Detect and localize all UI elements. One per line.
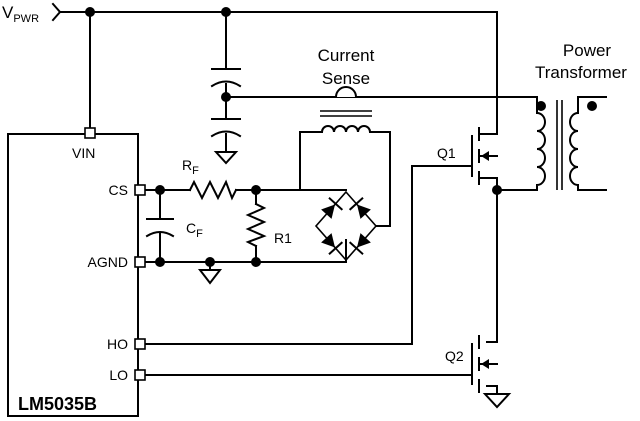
arrow-icon — [481, 359, 489, 369]
junction-dot — [251, 185, 261, 195]
polarity-dot — [536, 101, 546, 111]
input-capacitor-bottom — [210, 118, 242, 138]
power-transformer-label-line1: Power — [563, 41, 612, 60]
wires — [59, 11, 607, 395]
pin-agnd — [134, 256, 146, 268]
arrow-icon — [481, 151, 489, 161]
power-transformer: Power Transformer — [535, 41, 627, 191]
r1-label: R1 — [274, 230, 292, 246]
pin-vin — [84, 127, 96, 139]
cf-label: CF — [186, 220, 203, 240]
lm5035b-chip: LM5035B VIN CS AGND HO LO — [7, 127, 146, 417]
pin-lo — [134, 369, 146, 381]
diode-icon — [321, 233, 344, 255]
power-transformer-label-line2: Transformer — [535, 63, 627, 82]
junction-dot — [205, 257, 215, 267]
chip-body — [7, 133, 139, 417]
pin-label-lo: LO — [109, 367, 128, 383]
vpwr-input: VPWR — [2, 2, 62, 25]
pin-label-ho: HO — [107, 336, 128, 352]
junction-dot — [492, 185, 502, 195]
mosfet-q1: Q1 — [437, 127, 498, 185]
resistor-rf: RF — [182, 157, 238, 201]
pin-ho — [134, 338, 146, 350]
q1-label: Q1 — [437, 145, 456, 161]
capacitor-cf: CF — [145, 218, 203, 240]
ground-icon — [213, 151, 239, 165]
input-arrow-icon — [51, 2, 62, 22]
pin-label-vin: VIN — [72, 145, 95, 161]
chip-name: LM5035B — [18, 394, 97, 414]
pin-label-cs: CS — [109, 182, 128, 198]
current-sense-label-line1: Current — [318, 46, 375, 65]
junction-dot — [155, 257, 165, 267]
pin-label-agnd: AGND — [88, 254, 128, 270]
resistor-r1: R1 — [245, 202, 292, 248]
junction-dot — [221, 92, 231, 102]
junction-dot — [221, 7, 231, 17]
diode-icon — [348, 233, 371, 255]
input-capacitor-top — [210, 68, 242, 88]
junction-dot — [251, 257, 261, 267]
ground-icon — [482, 393, 512, 409]
vpwr-label: VPWR — [2, 3, 39, 25]
diode-icon — [321, 197, 344, 219]
polarity-dot — [587, 101, 597, 111]
junction-dot — [85, 7, 95, 17]
diode-icon — [348, 197, 371, 219]
ground-icon — [197, 269, 223, 285]
diode-bridge — [299, 189, 378, 262]
current-sense-label-line2: Sense — [322, 69, 370, 88]
junction-dot — [155, 185, 165, 195]
mosfet-q2: Q2 — [445, 335, 498, 393]
rf-label: RF — [182, 157, 199, 177]
q2-label: Q2 — [445, 348, 464, 364]
junction-dots — [85, 7, 502, 267]
current-sense-transformer: Current Sense — [318, 46, 375, 134]
pin-cs — [134, 184, 146, 196]
